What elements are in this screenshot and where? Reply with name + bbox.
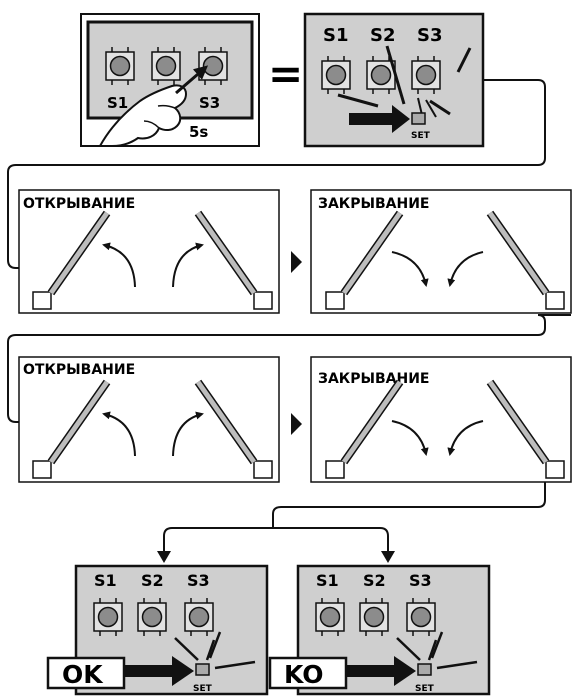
result-ko-board: S1 S2 S3 KO SET <box>268 564 491 696</box>
board-label-s2: S2 <box>363 571 386 590</box>
blink-ray <box>456 47 472 73</box>
blink-ray <box>385 45 406 105</box>
set-led <box>417 663 432 676</box>
pointer-arrow-icon <box>346 656 416 686</box>
post-right <box>545 291 565 310</box>
close-arrow-right <box>447 251 484 287</box>
finger-icon <box>98 84 188 147</box>
blink-ray <box>205 639 216 661</box>
open-arrow-left <box>102 242 136 288</box>
blink-ray <box>337 93 379 108</box>
down-arrow-icon <box>381 551 395 563</box>
post-left <box>32 291 52 310</box>
post-right <box>253 460 273 479</box>
blink-ray <box>417 97 423 116</box>
board-label-s1: S1 <box>316 571 339 590</box>
board-label-s3: S3 <box>187 571 210 590</box>
set-label: SET <box>415 684 435 694</box>
blink-ray <box>214 660 256 670</box>
pointer-arrow-icon <box>349 105 410 133</box>
board-button-s3 <box>406 597 436 637</box>
press-buttons-panel: S1 S3 5s <box>80 13 260 147</box>
set-label: SET <box>411 131 431 141</box>
board-label-s3: S3 <box>417 25 443 46</box>
equals-sign: = <box>268 49 303 98</box>
closing-panel-repeat: ЗАКРЫВАНИЕ <box>310 356 572 483</box>
panel-title: ЗАКРЫВАНИЕ <box>318 371 430 387</box>
board-label-s1: S1 <box>323 25 349 46</box>
blink-ray <box>430 631 444 659</box>
opening-panel-repeat: ОТКРЫВАНИЕ <box>18 356 280 483</box>
board-button-s2 <box>137 597 167 637</box>
panel-title: ЗАКРЫВАНИЕ <box>318 196 430 212</box>
connector-line <box>7 79 546 269</box>
post-right <box>253 291 273 310</box>
result-ok-board: S1 S2 S3 OK SET <box>46 564 269 696</box>
ok-label: OK <box>62 660 104 689</box>
blink-ray <box>436 660 478 670</box>
board-button-s3 <box>184 597 214 637</box>
board-label-s1: S1 <box>94 571 117 590</box>
blink-ray <box>174 637 199 661</box>
press-arrow <box>175 65 209 95</box>
next-step-arrow-icon <box>291 413 302 435</box>
panel-title: ОТКРЫВАНИЕ <box>23 362 135 378</box>
split-connector <box>163 482 546 555</box>
post-left <box>32 460 52 479</box>
board-label-s2: S2 <box>141 571 164 590</box>
open-arrow-right <box>172 411 204 457</box>
board-button-s2 <box>359 597 389 637</box>
set-led <box>195 663 210 676</box>
post-right <box>545 460 565 479</box>
open-arrow-right <box>172 242 204 288</box>
set-led <box>411 112 426 125</box>
board-button-s1 <box>321 55 351 95</box>
duration-label: 5s <box>189 123 208 141</box>
board-label-s3: S3 <box>409 571 432 590</box>
ko-label: KO <box>284 660 324 689</box>
control-board-top: S1 S2 S3 SET <box>303 12 485 148</box>
button-s3 <box>198 46 228 86</box>
close-arrow-left <box>391 420 429 456</box>
connector-line <box>7 314 571 423</box>
board-button-s1 <box>315 597 345 637</box>
next-step-arrow-icon <box>291 251 302 273</box>
board-label-s2: S2 <box>370 25 396 46</box>
down-arrow-icon <box>157 551 171 563</box>
panel-title: ОТКРЫВАНИЕ <box>23 196 135 212</box>
board-button-s1 <box>93 597 123 637</box>
button-s2 <box>151 46 181 86</box>
blink-ray <box>425 99 437 118</box>
closing-panel: ЗАКРЫВАНИЕ <box>310 189 572 314</box>
set-label: SET <box>193 684 213 694</box>
button-s3-label: S3 <box>199 94 220 112</box>
blink-ray <box>429 99 451 116</box>
blink-ray <box>208 631 222 659</box>
opening-panel: ОТКРЫВАНИЕ <box>18 189 280 314</box>
blink-ray <box>396 637 421 661</box>
post-left <box>325 291 345 310</box>
close-arrow-left <box>391 251 429 287</box>
blink-ray <box>427 639 438 661</box>
close-arrow-right <box>447 420 484 456</box>
button-s1 <box>105 46 135 86</box>
open-arrow-left <box>102 411 136 457</box>
pointer-arrow-icon <box>124 656 194 686</box>
button-s1-label: S1 <box>107 94 128 112</box>
board-button-s3 <box>411 55 441 95</box>
post-left <box>325 460 345 479</box>
